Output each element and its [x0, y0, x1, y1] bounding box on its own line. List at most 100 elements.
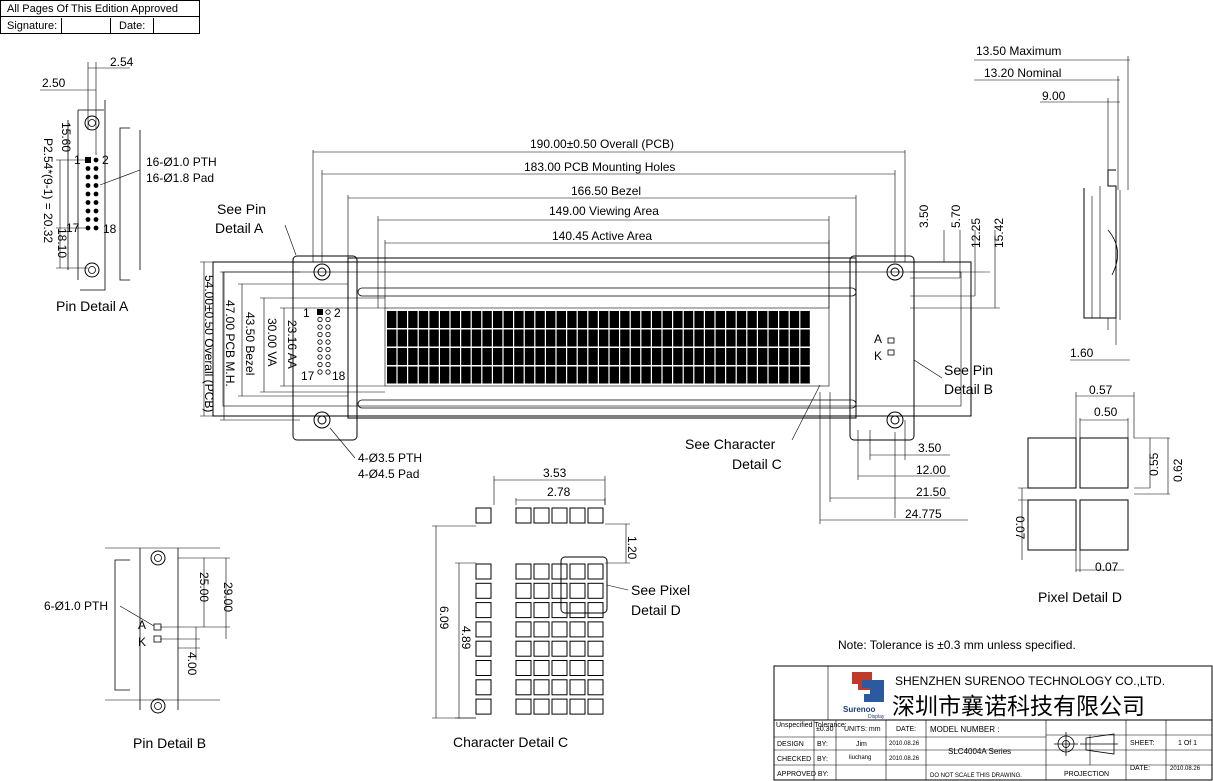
lcd-character-cell	[758, 366, 768, 384]
lcd-character-cell	[493, 348, 503, 365]
lcd-character-cell	[747, 348, 757, 365]
lcd-character-cell	[673, 329, 683, 347]
char-pixel-top	[551, 507, 568, 524]
char-pixel	[569, 640, 586, 657]
char-pixel	[533, 563, 550, 580]
char-pixel	[569, 563, 586, 580]
lcd-character-cell	[546, 311, 556, 328]
lcd-character-cell	[397, 329, 407, 347]
tb-date-label: DATE:	[896, 726, 916, 733]
pin-a-pad	[85, 183, 91, 188]
lcd-character-cell	[652, 311, 662, 328]
pin-a-pad	[85, 200, 91, 205]
char-pixel	[515, 679, 532, 696]
main-pin-17: 17	[301, 369, 315, 383]
lcd-character-cell	[482, 311, 492, 328]
lcd-character-cell	[408, 348, 418, 365]
lcd-character-cell	[694, 311, 704, 328]
char-pixel	[551, 621, 568, 638]
lcd-character-cell	[450, 329, 460, 347]
lcd-character-cell	[673, 311, 683, 328]
see-pin-b-line1: See Pin	[944, 362, 993, 378]
lcd-character-cell	[440, 311, 450, 328]
char-pixel	[515, 621, 532, 638]
lcd-character-cell	[556, 366, 566, 384]
lcd-character-cell	[387, 366, 397, 384]
tb-date-label-2: DATE:	[1130, 765, 1150, 772]
lcd-character-cell	[758, 329, 768, 347]
pixel-dim-057: 0.57	[1089, 383, 1113, 397]
lcd-character-cell	[673, 348, 683, 365]
lcd-character-cell	[758, 348, 768, 365]
lcd-character-cell	[471, 366, 482, 384]
tb-date-2: 2010.08.26	[889, 756, 920, 762]
lcd-character-cell	[747, 366, 757, 384]
dim-v-va: 30.00 VA	[265, 318, 279, 366]
char-pixel	[533, 679, 550, 696]
char-dim-489: 4.89	[459, 626, 473, 650]
lcd-character-cell	[461, 311, 471, 328]
lcd-character-cell	[588, 366, 598, 384]
lcd-character-cell	[397, 348, 407, 365]
pin-a-pad	[85, 166, 91, 171]
char-pixel	[569, 660, 586, 676]
side-dim-1-6: 1.60	[1070, 346, 1094, 360]
main-pin-pad	[317, 346, 323, 353]
lcd-character-cell	[546, 348, 556, 365]
lcd-character-cell	[493, 366, 503, 384]
main-pin-pad	[325, 324, 331, 330]
see-pin-a-line2: Detail A	[215, 220, 264, 236]
char-pixel-left	[475, 507, 492, 524]
lcd-character-cell	[514, 311, 524, 328]
logo-text: Surenoo	[843, 705, 876, 714]
lcd-character-cell	[418, 348, 429, 365]
lcd-character-cell	[450, 311, 460, 328]
lcd-character-cell	[768, 311, 778, 328]
approval-block: All Pages Of This Edition Approved Signa…	[0, 0, 200, 34]
company-name-en: SHENZHEN SURENOO TECHNOLOGY CO.,LTD.	[895, 674, 1165, 688]
lcd-character-cell	[599, 329, 609, 347]
lcd-character-cell	[641, 311, 651, 328]
dim-bottom-3: 21.50	[916, 485, 946, 499]
pin-grid-a	[85, 157, 99, 231]
lcd-character-cell	[482, 366, 492, 384]
pin-a-pad	[93, 183, 99, 188]
lcd-character-cell	[715, 311, 725, 328]
character-grid	[387, 311, 810, 384]
tb-design-by: BY:	[817, 741, 828, 748]
lcd-character-cell	[779, 366, 789, 384]
tb-approved: APPROVED BY:	[777, 771, 829, 778]
lcd-character-cell	[514, 366, 524, 384]
lcd-character-cell	[789, 311, 800, 328]
lcd-character-cell	[408, 366, 418, 384]
lcd-character-cell	[800, 366, 810, 384]
main-pin-pad	[317, 354, 323, 360]
char-pixel-left	[475, 582, 492, 599]
lcd-character-cell	[429, 329, 439, 347]
lcd-character-cell	[524, 348, 535, 365]
see-char-line1: See Character	[685, 436, 776, 452]
company-logo: Surenoo Display	[843, 672, 885, 720]
pin-a-label-18: 18	[103, 222, 117, 236]
char-pixel	[551, 640, 568, 657]
lcd-character-cell	[736, 311, 747, 328]
lcd-character-cell	[768, 366, 778, 384]
pin-a-pad	[93, 208, 99, 214]
char-pixel	[533, 582, 550, 599]
lcd-character-cell	[705, 311, 715, 328]
date-label: Date:	[119, 20, 146, 32]
lcd-character-cell	[630, 329, 641, 347]
lcd-character-cell	[779, 311, 789, 328]
lcd-character-cell	[630, 366, 641, 384]
pixel-dim-050: 0.50	[1094, 405, 1118, 419]
pin-b-dim-4: 4.00	[185, 652, 199, 676]
lcd-character-cell	[747, 329, 757, 347]
lcd-character-cell	[482, 348, 492, 365]
lcd-character-cell	[546, 329, 556, 347]
dim-right-3: 12.25	[969, 218, 983, 248]
pin-a-pad	[85, 174, 91, 180]
main-pin-pad	[325, 354, 331, 360]
main-view: 190.00±0.50 Overall (PCB) 183.00 PCB Mou…	[200, 137, 1006, 524]
char-pixel	[587, 602, 604, 619]
